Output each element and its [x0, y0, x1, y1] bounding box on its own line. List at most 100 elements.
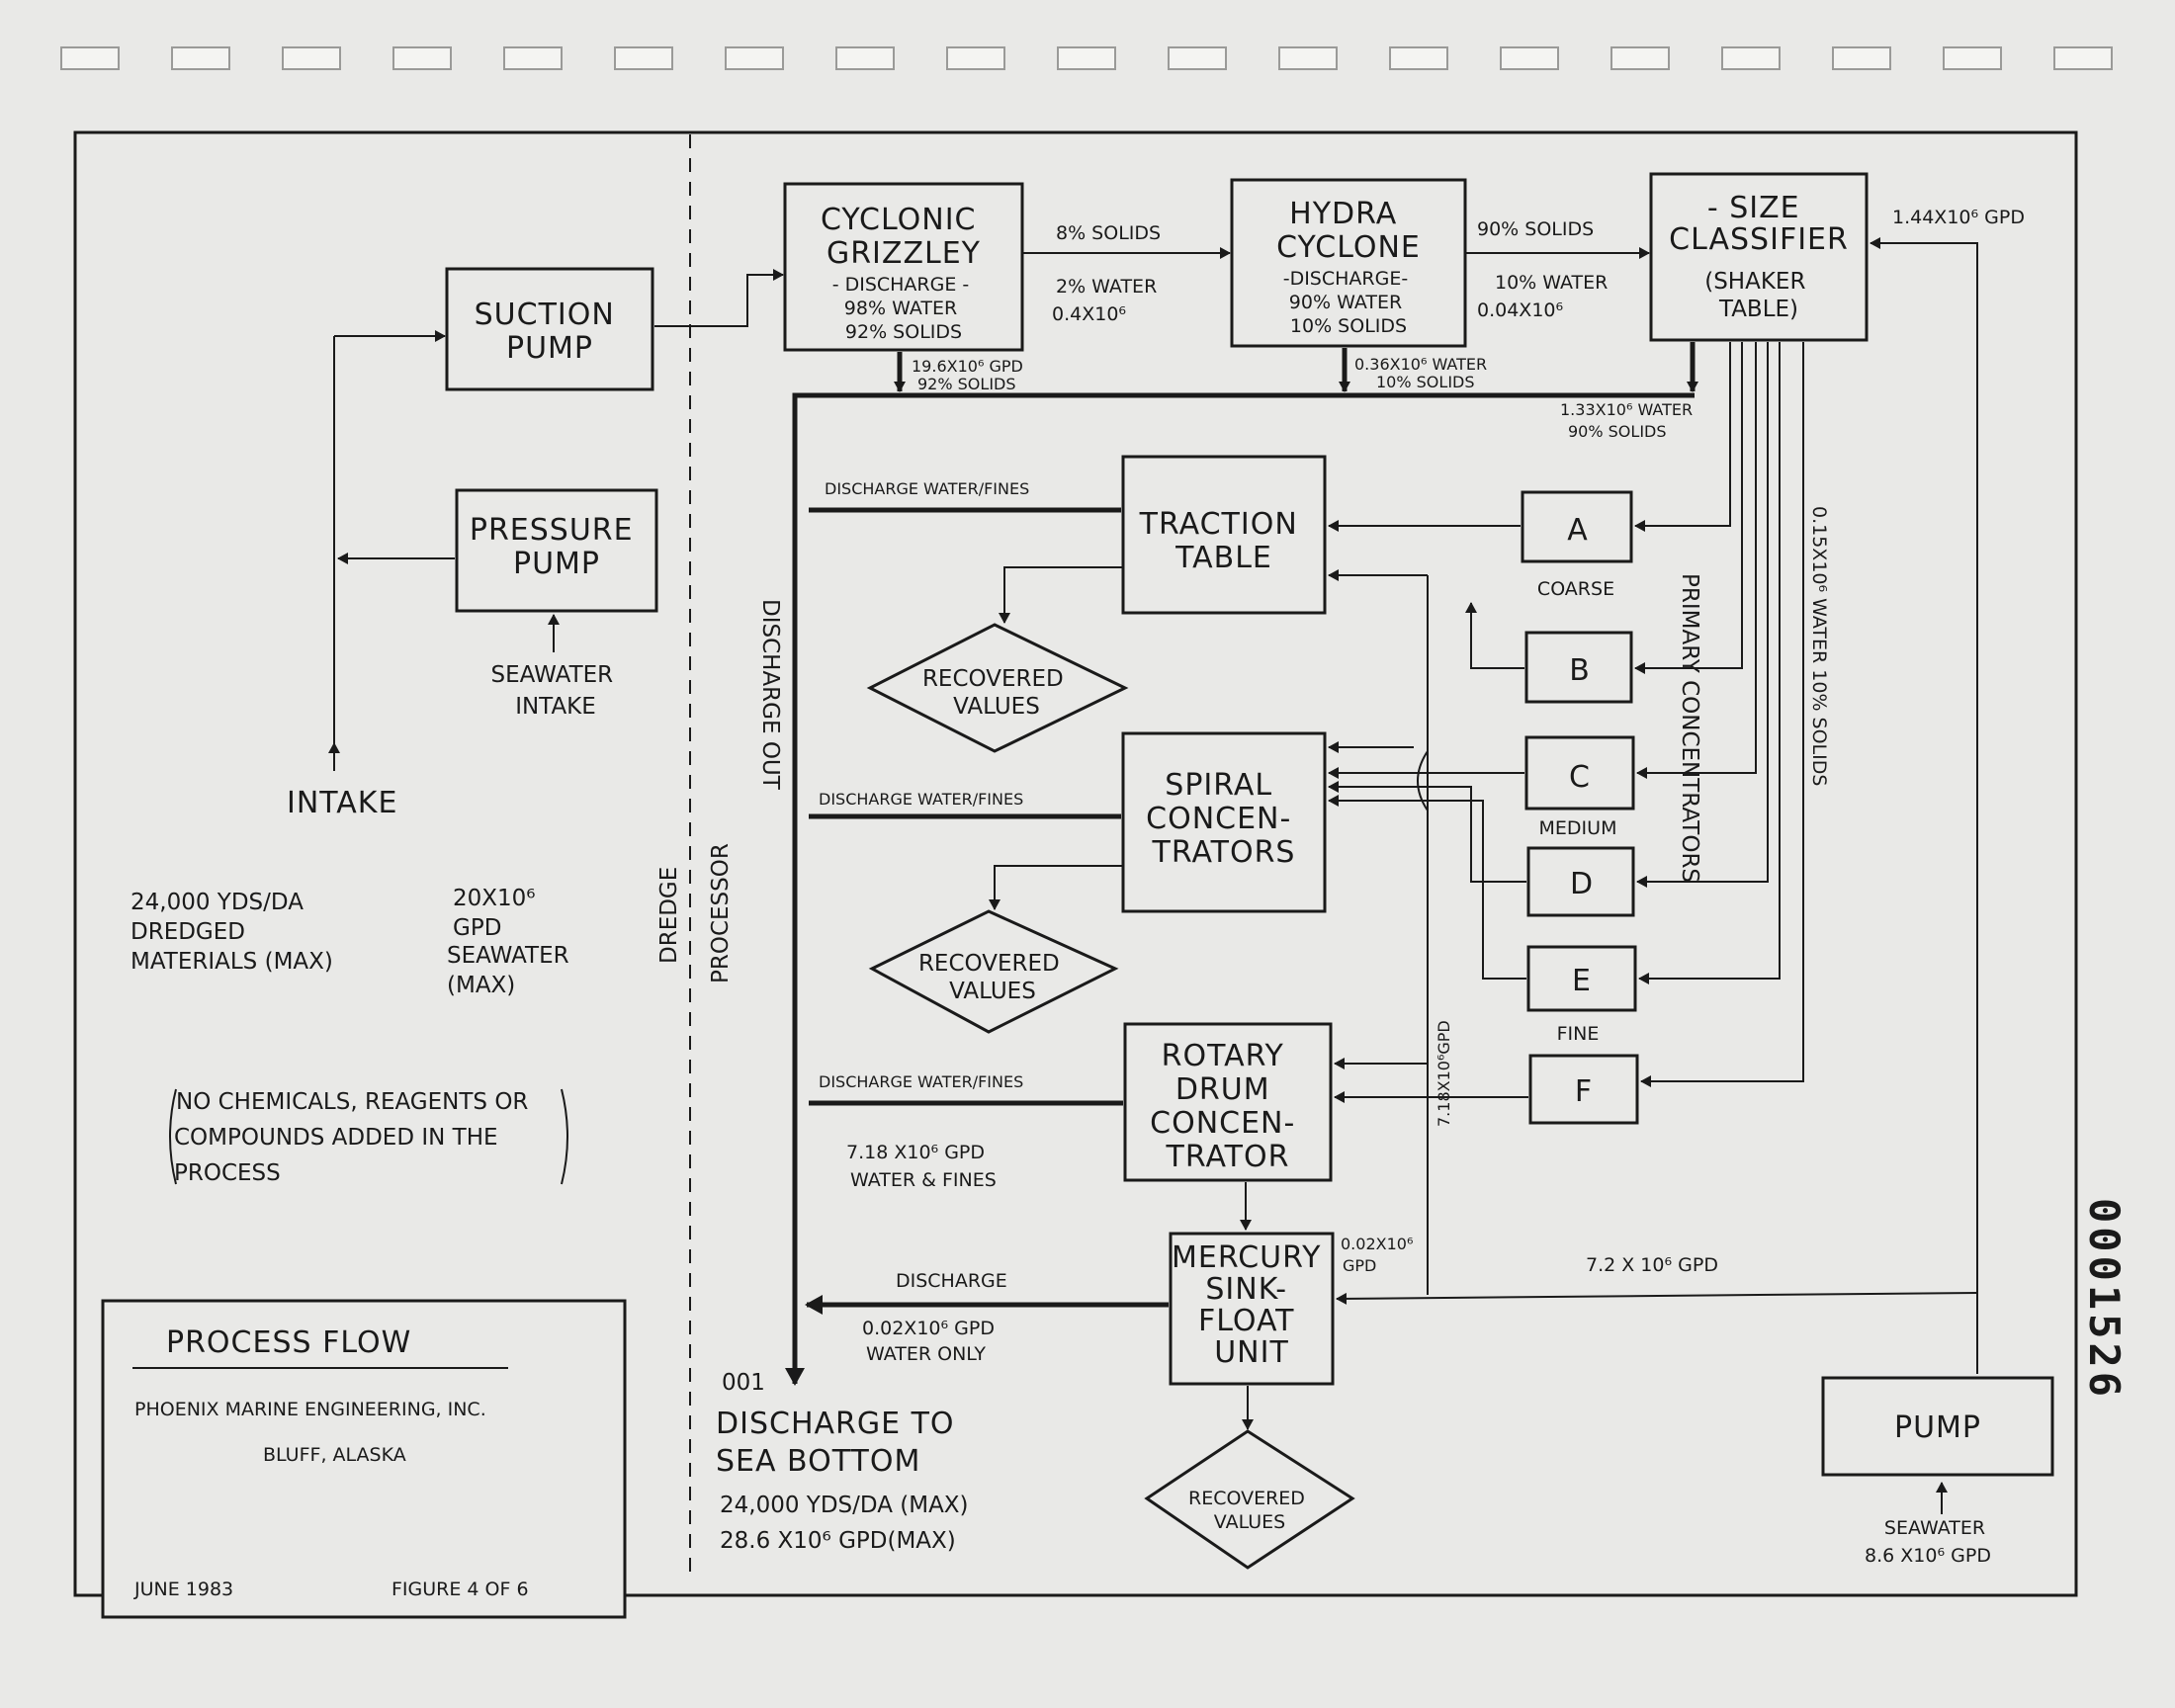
seawater-intake-label: SEAWATER INTAKE	[491, 662, 621, 720]
main-discharge-line	[785, 392, 1695, 1386]
suction-pump-label: SUCTION PUMP	[475, 298, 626, 366]
size-classifier-box	[1649, 172, 1869, 342]
outfall-code: 001	[722, 1370, 765, 1396]
fraction-c-label: C	[1569, 760, 1591, 795]
hydra-cyclone-discharge: -DISCHARGE- 90% WATER 10% SOLIDS	[1283, 268, 1415, 337]
classifier-to-d	[1636, 342, 1769, 888]
hydra-to-classifier-label: 90% SOLIDS 10% WATER 0.04X10⁶	[1477, 218, 1613, 321]
size-classifier-title: - SIZE CLASSIFIER	[1669, 191, 1849, 257]
shaker-table-label: (SHAKER TABLE)	[1704, 269, 1813, 322]
pump-label: PUMP	[1894, 1410, 1981, 1445]
fraction-f-box	[1528, 1054, 1639, 1125]
recovered-values-2	[868, 909, 1119, 1034]
water-only-flow: 0.02X10⁶ GPD WATER ONLY	[862, 1318, 1000, 1365]
grizzley-to-hydra-label: 8% SOLIDS 2% WATER 0.4X10⁶	[1052, 222, 1167, 325]
outfall-values: 24,000 YDS/DA (MAX) 28.6 X10⁶ GPD(MAX)	[720, 1493, 976, 1554]
fraction-b-label: B	[1569, 653, 1591, 688]
cyclonic-grizzley-title: CYCLONIC GRIZZLEY	[821, 203, 987, 271]
hydra-discharge-label: 0.36X10⁶ WATER 10% SOLIDS	[1354, 355, 1492, 391]
dredge-label: DREDGE	[656, 867, 682, 964]
traction-discharge-label: DISCHARGE WATER/FINES	[825, 479, 1029, 498]
document-number-stamp: 0001526	[2080, 1198, 2129, 1401]
classifier-to-c	[1636, 342, 1757, 779]
fraction-e-box	[1526, 945, 1637, 1012]
mercury-discharge-label: DISCHARGE	[896, 1270, 1007, 1292]
rotary-drum-box	[1123, 1022, 1333, 1182]
spiral-concentrators-box	[1121, 731, 1327, 913]
intake-label: INTAKE	[287, 786, 397, 820]
mercury-input-flow: 0.02X10⁶ GPD	[1341, 1235, 1418, 1275]
spiral-to-recovered-arrow	[989, 865, 1123, 910]
title-block-title: PROCESS FLOW	[166, 1325, 411, 1360]
medium-label: MEDIUM	[1539, 817, 1617, 839]
spiral-discharge-label: DISCHARGE WATER/FINES	[819, 790, 1023, 809]
cyclonic-grizzley-discharge: - DISCHARGE - 98% WATER 92% SOLIDS	[832, 274, 976, 343]
coarse-label: COARSE	[1537, 578, 1614, 600]
no-chemicals-note: NO CHEMICALS, REAGENTS OR COMPOUNDS ADDE…	[174, 1089, 536, 1186]
title-block	[101, 1299, 627, 1619]
classifier-to-b	[1634, 342, 1743, 674]
suction-pump-box	[445, 267, 654, 391]
pump-to-classifier-arrow	[1870, 237, 1978, 1374]
outer-border	[73, 130, 2078, 1597]
fraction-b-box	[1524, 631, 1633, 704]
hydra-cyclone-box	[1230, 178, 1467, 348]
recovered-values-1	[866, 623, 1129, 753]
hydra-cyclone-title: HYDRA CYCLONE	[1276, 197, 1421, 265]
e-to-spiral	[1328, 795, 1526, 980]
traction-table-box	[1121, 455, 1327, 615]
title-block-date: JUNE 1983	[133, 1579, 233, 1600]
water-fines-flow: 7.18 X10⁶ GPD WATER & FINES	[846, 1142, 997, 1191]
classifier-to-a	[1634, 342, 1731, 532]
classifier-discharge-label: 1.33X10⁶ WATER 90% SOLIDS	[1560, 400, 1697, 441]
fraction-a-label: A	[1567, 513, 1589, 548]
fraction-d-label: D	[1570, 867, 1594, 901]
pump-box	[1821, 1376, 2054, 1477]
traction-table-label: TRACTION TABLE	[1139, 507, 1309, 575]
classifier-to-e	[1638, 342, 1781, 984]
recovered-values-3-label: RECOVERED VALUES	[1188, 1488, 1311, 1533]
note-bracket-right	[561, 1088, 568, 1185]
pump-to-mercury-arrow	[1336, 1292, 1978, 1305]
title-block-company: PHOENIX MARINE ENGINEERING, INC.	[134, 1399, 486, 1420]
mercury-sink-float-box	[1169, 1232, 1335, 1386]
b-to-traction-riser	[1465, 602, 1524, 669]
classifier-to-f	[1640, 342, 1804, 1087]
recovered-values-3	[1144, 1429, 1355, 1570]
d-to-spiral	[1328, 781, 1526, 883]
title-block-figure: FIGURE 4 OF 6	[392, 1579, 529, 1600]
cyclonic-grizzley-box	[783, 182, 1024, 352]
seawater-max-label: 20X10⁶ GPD SEAWATER (MAX)	[447, 886, 576, 998]
line-crossing-hop	[1417, 750, 1429, 811]
pressure-pump-label: PRESSURE PUMP	[470, 513, 644, 581]
outfall-title: DISCHARGE TO SEA BOTTOM	[716, 1407, 965, 1479]
discharge-out-label: DISCHARGE OUT	[757, 599, 783, 791]
grizzley-discharge-label: 19.6X10⁶ GPD 92% SOLIDS	[912, 357, 1028, 393]
pump-seawater-label: SEAWATER 8.6 X10⁶ GPD	[1865, 1517, 1991, 1567]
perforation-strip	[60, 46, 2113, 70]
spiral-concentrators-label: SPIRAL CONCEN- TRATORS	[1146, 768, 1302, 870]
dredged-materials-label: 24,000 YDS/DA DREDGED MATERIALS (MAX)	[130, 890, 333, 975]
mercury-sink-float-label: MERCURY SINK- FLOAT UNIT	[1172, 1240, 1332, 1370]
rotary-drum-label: ROTARY DRUM CONCEN- TRATOR	[1150, 1039, 1306, 1174]
note-bracket-left	[169, 1088, 177, 1185]
fraction-d-box	[1526, 846, 1635, 917]
fraction-c-box	[1524, 735, 1635, 811]
recovered-values-2-label: RECOVERED VALUES	[918, 951, 1067, 1004]
rotary-discharge-label: DISCHARGE WATER/FINES	[819, 1072, 1023, 1091]
fine-label: FINE	[1557, 1023, 1600, 1045]
fraction-a-box	[1521, 490, 1633, 563]
title-block-location: BLUFF, ALASKA	[263, 1444, 406, 1466]
classifier-input-flow: 1.44X10⁶ GPD	[1892, 207, 2025, 228]
pump-mercury-flow: 7.2 X 10⁶ GPD	[1586, 1254, 1718, 1276]
pressure-pump-box	[455, 488, 658, 613]
primary-concentrators-label: PRIMARY CONCENTRATORS	[1677, 573, 1702, 883]
suction-to-grizzley-arrow	[654, 269, 784, 327]
water-supply-flow: 7.18X10⁶GPD	[1435, 1020, 1453, 1127]
water-solids-label: 0.15X10⁶ WATER 10% SOLIDS	[1808, 506, 1830, 786]
recovered-values-1-label: RECOVERED VALUES	[922, 666, 1071, 720]
fraction-f-label: F	[1575, 1074, 1593, 1109]
processor-label: PROCESSOR	[708, 843, 734, 983]
traction-to-recovered-arrow	[999, 566, 1123, 624]
